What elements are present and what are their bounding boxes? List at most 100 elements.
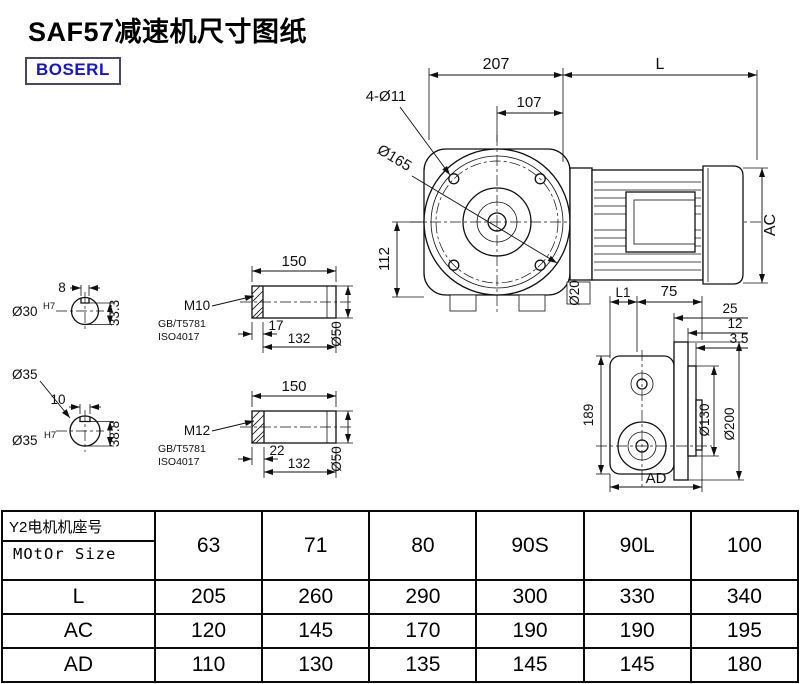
- keyway-slot: [79, 417, 91, 423]
- thread-leader: [211, 295, 255, 307]
- value-cell: 145: [261, 613, 371, 650]
- flange-pilot: [695, 399, 703, 451]
- motor-size-cell: 71: [261, 509, 371, 582]
- value-cell: 290: [368, 579, 478, 616]
- value-cell: 145: [582, 647, 692, 683]
- dim-AC-label: AC: [762, 214, 779, 236]
- gearbox-foot-left: [449, 294, 477, 312]
- value-cell: 120: [153, 613, 264, 650]
- thread-len-label: 17: [268, 318, 283, 333]
- value-cell: 300: [475, 579, 585, 616]
- key-width-label: 10: [50, 392, 65, 407]
- technical-drawing: 207 L 107 4-Ø11 Ø165 112 AC Ø20 8 Ø30 H7: [12, 56, 779, 492]
- dim-d130-label: Ø130: [697, 403, 712, 436]
- thread-hatch: [251, 410, 265, 444]
- row-label: L: [1, 579, 156, 616]
- key-depth-label: 38.8: [107, 421, 122, 447]
- bore-dia-label: Ø35: [12, 433, 38, 448]
- table-row-AC: AC 120 145 170 190 190 195: [1, 613, 800, 650]
- motor-size-header-cell: Y2电机机座号 MOtOr Size: [1, 509, 156, 582]
- thread-leader: [211, 420, 255, 432]
- shaft-detail-bottom: 150 M12 GB/T5781 ISO4017 22 132 Ø50: [158, 378, 353, 478]
- std-iso-label: ISO4017: [158, 456, 200, 468]
- motor-size-cell: 90L: [582, 509, 692, 582]
- dim-75-label: 75: [661, 283, 678, 300]
- brand-logo: BOSERL: [25, 57, 121, 85]
- dim-25-label: 25: [722, 301, 737, 316]
- dim-d200-label: Ø200: [722, 407, 737, 440]
- dim-107-label: 107: [516, 94, 541, 111]
- gearbox-foot-right: [518, 294, 546, 312]
- shaft-dia-label: Ø35: [12, 367, 38, 382]
- motor-size-cell: 63: [153, 509, 264, 582]
- motor-rotor-block: [633, 199, 696, 245]
- value-cell: 260: [261, 579, 371, 616]
- table-row-L: L 205 260 290 300 330 340: [1, 579, 800, 616]
- page-title: SAF57减速机尺寸图纸: [28, 17, 308, 47]
- dim-L1-label: L1: [615, 285, 630, 300]
- dim-112-label: 112: [376, 247, 393, 271]
- dim-189-label: 189: [581, 404, 596, 427]
- value-cell: 130: [261, 647, 371, 683]
- bolt-hole: [448, 259, 460, 271]
- bore-tol-label: H7: [44, 430, 56, 441]
- bore-dia-label: Ø30: [12, 304, 38, 319]
- table-header-en: MOtOr Size: [13, 545, 117, 563]
- shaft-section-top: 8 Ø30 H7 33.3: [12, 280, 122, 330]
- motor-stator-block: [625, 191, 696, 253]
- size-table: Y2电机机座号 MOtOr Size 63 71 80 90S 90L 100 …: [1, 509, 800, 683]
- row-label: AC: [1, 613, 156, 650]
- value-cell: 190: [475, 613, 585, 650]
- std-iso-label: ISO4017: [158, 331, 200, 343]
- value-cell: 340: [689, 579, 800, 616]
- dim-132-label: 132: [288, 331, 311, 346]
- bolt-hole: [534, 259, 546, 271]
- value-cell: 145: [475, 647, 585, 683]
- value-cell: 330: [582, 579, 692, 616]
- shaft-dia-leader: [39, 380, 71, 419]
- table-header-row: Y2电机机座号 MOtOr Size 63 71 80 90S 90L 100: [1, 509, 800, 582]
- shaft-dia-label: Ø50: [329, 446, 344, 472]
- fan-cowl: [702, 165, 744, 285]
- output-flange-plate: [673, 341, 689, 481]
- thread-label: M10: [184, 298, 210, 313]
- key-width-label: 8: [58, 280, 66, 295]
- dim-207-label: 207: [483, 56, 510, 73]
- side-view: L1 75 25 12 3.5 189 Ø130 Ø200 AD: [581, 283, 748, 492]
- value-cell: 110: [153, 647, 264, 683]
- motor-adapter: [569, 167, 593, 281]
- bolt-hole: [534, 173, 546, 185]
- motor-size-cell: 80: [368, 509, 478, 582]
- thread-hatch: [251, 285, 264, 319]
- row-label: AD: [1, 647, 156, 683]
- std-gb-label: GB/T5781: [158, 318, 206, 330]
- dim-AD-label: AD: [646, 470, 667, 487]
- motor-size-cell: 90S: [475, 509, 585, 582]
- flange-spigot: [687, 365, 697, 457]
- flange-dia-label: Ø165: [374, 141, 414, 174]
- table-row-AD: AD 110 130 135 145 145 180: [1, 647, 800, 683]
- flange-dia-leader: [411, 175, 558, 264]
- table-header-cn: Y2电机机座号: [3, 512, 154, 542]
- value-cell: 195: [689, 613, 800, 650]
- value-cell: 205: [153, 579, 264, 616]
- std-gb-label: GB/T5781: [158, 443, 206, 455]
- value-cell: 170: [368, 613, 478, 650]
- shaft-dia-label: Ø50: [329, 321, 344, 347]
- bore-tol-label: H7: [43, 301, 55, 312]
- dim-L-label: L: [656, 56, 665, 73]
- front-view: 207 L 107 4-Ø11 Ø165 112 AC Ø20: [366, 56, 779, 312]
- bolt-holes-label: 4-Ø11: [366, 88, 407, 105]
- dim-12-label: 12: [727, 316, 742, 331]
- bolt-hole: [448, 173, 460, 185]
- key-depth-label: 33.3: [107, 300, 122, 326]
- value-cell: 180: [689, 647, 800, 683]
- motor-size-cell: 100: [689, 509, 800, 582]
- dim-132-label: 132: [288, 456, 311, 471]
- thread-len-label: 22: [269, 443, 284, 458]
- shaft-detail-top: 150 M10 GB/T5781 ISO4017 17 132 Ø50: [158, 253, 353, 353]
- length-label: 150: [281, 378, 306, 395]
- motor-shaft-dia-label: Ø20: [567, 280, 582, 306]
- length-label: 150: [281, 253, 306, 270]
- shaft-section-bottom: Ø35 10 Ø35 H7 38.8: [12, 367, 122, 452]
